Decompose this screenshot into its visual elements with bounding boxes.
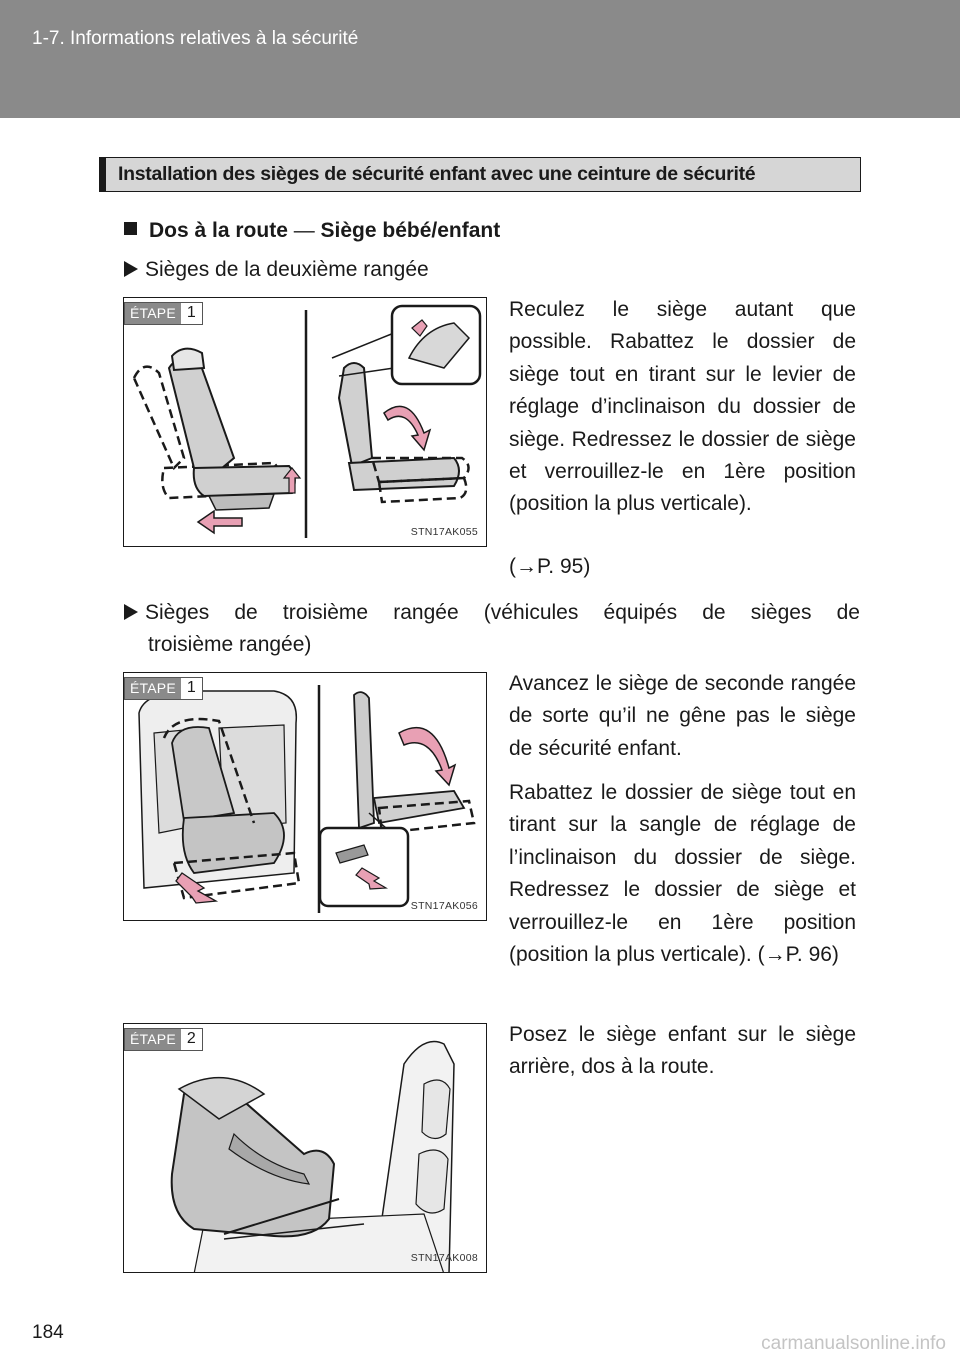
- square-bullet-icon: [124, 222, 137, 235]
- subheading-part2: Siège bébé/enfant: [314, 219, 501, 242]
- step-label: ÉTAPE: [125, 678, 181, 699]
- subheading: Dos à la route — Siège bébé/enfant: [124, 219, 500, 243]
- row3-paragraph-2: Rabattez le dossier de siège tout en tir…: [509, 781, 856, 967]
- third-row-heading-line2: troisième rangée): [148, 633, 312, 656]
- third-row-seat-illustration: [138, 685, 476, 913]
- em-dash: —: [293, 219, 315, 242]
- triangle-bullet-icon: [124, 604, 138, 620]
- figure-child-seat-rear-facing: STN17AK008: [123, 1023, 487, 1273]
- third-row-heading-line1: Sièges de troisième rangée (véhicules éq…: [145, 601, 860, 624]
- watermark: carmanualsonline.info: [761, 1333, 946, 1354]
- figure-third-row-seat: STN17AK056: [123, 672, 487, 921]
- row2-paragraph: Reculez le siège autant que possible. Ra…: [509, 298, 856, 516]
- step-label: ÉTAPE: [125, 303, 181, 324]
- second-row-heading-text: Sièges de la deuxième rangée: [145, 258, 429, 281]
- figure-second-row-seat: STN17AK055: [123, 297, 487, 547]
- section-heading: Installation des sièges de sécurité enfa…: [99, 157, 861, 192]
- row3-paragraph-1: Avancez le siège de seconde rangée de so…: [509, 672, 856, 760]
- child-seat-illustration: [170, 1040, 455, 1272]
- triangle-bullet-icon: [124, 261, 138, 277]
- step-label: ÉTAPE: [125, 1029, 181, 1050]
- figure-code: STN17AK055: [410, 526, 478, 538]
- step-number: 1: [180, 678, 202, 699]
- seat-recline-illustration: [132, 304, 482, 538]
- row2-page-ref: (→P. 95): [509, 555, 591, 578]
- section-title: Installation des sièges de sécurité enfa…: [118, 163, 756, 185]
- step2-paragraph: Posez le siège enfant sur le siège arriè…: [509, 1023, 856, 1079]
- figure-code: STN17AK008: [410, 1252, 478, 1264]
- header-band: 1-7. Informations relatives à la sécurit…: [0, 0, 960, 118]
- step-number: 1: [180, 303, 202, 324]
- figure-code: STN17AK056: [410, 900, 478, 912]
- chapter-title: 1-7. Informations relatives à la sécurit…: [32, 28, 359, 49]
- subheading-part1: Dos à la route: [149, 219, 294, 242]
- third-row-heading: Sièges de troisième rangée (véhicules éq…: [124, 597, 860, 628]
- page-number: 184: [32, 1322, 64, 1343]
- second-row-heading: Sièges de la deuxième rangée: [124, 254, 429, 285]
- step-number: 2: [180, 1029, 202, 1050]
